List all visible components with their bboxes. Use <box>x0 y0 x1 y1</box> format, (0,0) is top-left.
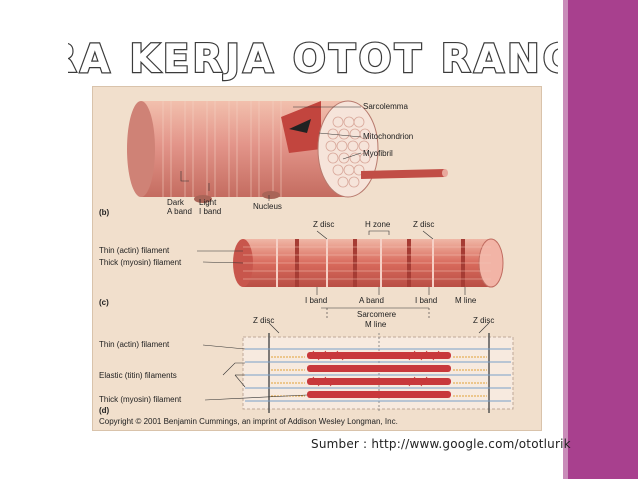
label-i-band-c1: I band <box>305 296 327 305</box>
sidebar-accent <box>568 0 638 479</box>
label-m-line-d: M line <box>365 320 387 329</box>
myofibril-illustration <box>233 238 504 288</box>
panel-b-tag: (b) <box>99 208 110 217</box>
label-thin-filament-d: Thin (actin) filament <box>99 340 170 349</box>
label-mitochondrion: Mitochondrion <box>363 132 413 141</box>
label-thick-filament-d: Thick (myosin) filament <box>99 395 182 404</box>
muscle-diagram: Sarcolemma Mitochondrion Myofibril Dark … <box>99 100 514 426</box>
label-m-line-c: M line <box>455 296 477 305</box>
label-a-band-c: A band <box>359 296 384 305</box>
sarcomere-illustration <box>242 333 514 413</box>
sidebar-strip <box>563 0 568 479</box>
label-sarcolemma: Sarcolemma <box>363 102 408 111</box>
label-h-zone: H zone <box>365 220 391 229</box>
label-light: Light <box>199 198 217 207</box>
panel-c-tag: (c) <box>99 298 109 307</box>
label-a-band: A band <box>167 207 192 216</box>
label-thin-filament-c: Thin (actin) filament <box>99 246 170 255</box>
muscle-fiber-illustration <box>127 100 448 203</box>
label-nucleus: Nucleus <box>253 202 282 211</box>
label-z-disc-d1: Z disc <box>253 316 274 325</box>
label-z-disc-d2: Z disc <box>473 316 494 325</box>
label-myofibril: Myofibril <box>363 149 393 158</box>
label-i-band-c2: I band <box>415 296 437 305</box>
slide-title-outline: CARA KERJA OTOT RANGKA <box>68 37 558 82</box>
label-dark: Dark <box>167 198 185 207</box>
label-sarcomere: Sarcomere <box>357 310 397 319</box>
label-elastic-filaments: Elastic (titin) filaments <box>99 371 177 380</box>
label-z-disc-c1: Z disc <box>313 220 334 229</box>
panel-d-tag: (d) <box>99 406 110 415</box>
source-caption: Sumber : http://www.google.com/ototlurik <box>311 437 571 451</box>
label-z-disc-c2: Z disc <box>413 220 434 229</box>
figure-copyright: Copyright © 2001 Benjamin Cummings, an i… <box>99 417 398 426</box>
muscle-diagram-figure: Sarcolemma Mitochondrion Myofibril Dark … <box>92 86 542 431</box>
label-thick-filament-c: Thick (myosin) filament <box>99 258 182 267</box>
slide-title: CARA KERJA OTOT RANGKA <box>68 36 558 83</box>
label-i-band: I band <box>199 207 221 216</box>
